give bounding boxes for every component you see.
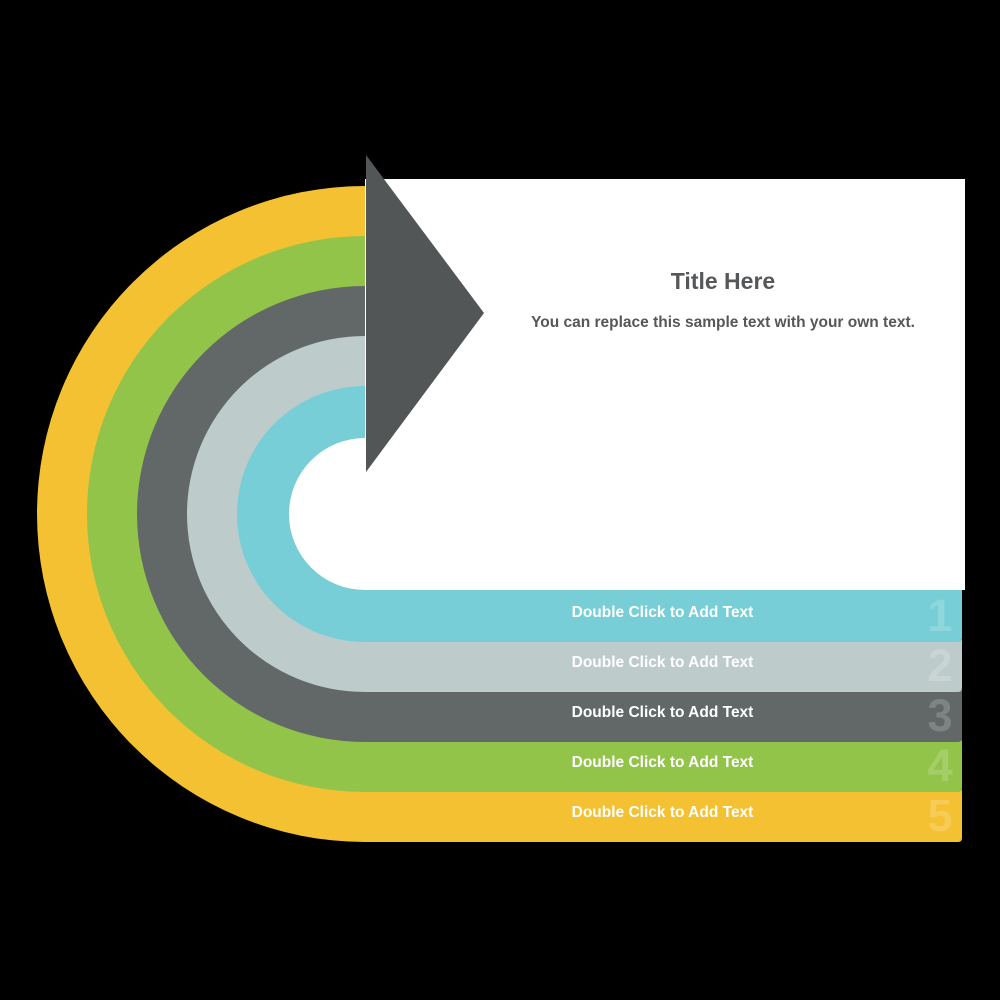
bar-label-2[interactable]: Double Click to Add Text — [571, 654, 754, 671]
bar-number-4: 4 — [927, 740, 953, 791]
bar-number-2: 2 — [927, 640, 953, 691]
bar-label-3[interactable]: Double Click to Add Text — [571, 704, 754, 721]
bar-number-1: 1 — [927, 590, 953, 641]
bar-number-5: 5 — [927, 790, 953, 841]
panel-subtitle[interactable]: You can replace this sample text with yo… — [531, 314, 915, 331]
panel-title[interactable]: Title Here — [670, 268, 776, 294]
bar-label-1[interactable]: Double Click to Add Text — [571, 604, 754, 621]
bar-label-4[interactable]: Double Click to Add Text — [571, 754, 754, 771]
band-1-cyan[interactable] — [237, 386, 962, 642]
panel-text: Title Here You can replace this sample t… — [484, 270, 962, 331]
bar-label-5[interactable]: Double Click to Add Text — [571, 804, 754, 821]
bar-number-3: 3 — [927, 690, 953, 741]
arrow-head-icon — [366, 155, 484, 472]
